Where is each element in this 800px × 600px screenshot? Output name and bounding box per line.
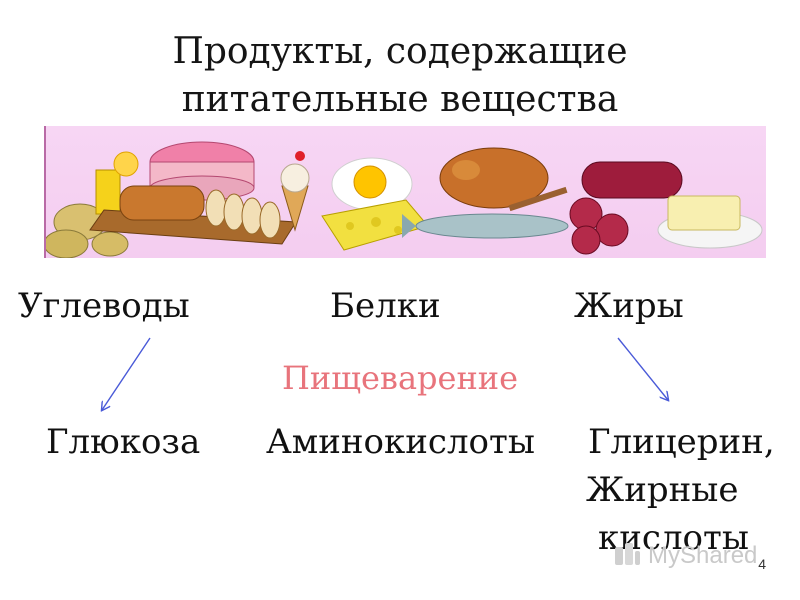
page-number: 4 [758,556,766,572]
food-illustration-art [46,141,763,258]
potato-shape [46,229,89,258]
bread-slice-shape [205,189,227,227]
orange-slice-shape [113,151,139,177]
watermark-logo-icon [615,543,640,565]
arrow-carbs-to-glucose [102,337,151,410]
nutrient-fats-label: Жиры [574,286,684,326]
bread-slice-shape [241,197,263,235]
egg-yolk-shape [353,165,387,199]
fish-shape [415,213,569,239]
sausage-slice-shape [595,213,629,247]
food-illustration [44,126,766,258]
sausage-slice-shape [571,225,601,255]
bread-loaf-shape [119,185,205,221]
arrow-fats-to-glycerol [617,337,668,400]
product-glycerol-label: Глицерин, [588,422,775,462]
nutrient-carbs-label: Углеводы [18,286,190,326]
slide-title-line-2: питательные вещества [181,79,619,120]
product-fatty-label: Жирные [586,470,739,510]
bread-slice-shape [259,201,281,239]
slide-title: Продукты, содержащие питательные веществ… [0,28,800,124]
potato-shape [91,231,129,257]
watermark-text: MyShared [648,542,758,569]
slide-title-line-1: Продукты, содержащие [172,31,628,72]
sausage-shape [581,161,683,199]
product-glucose-label: Глюкоза [46,422,201,462]
product-acids-label: кислоты [598,518,749,558]
bread-slice-shape [223,193,245,231]
knife-shape [508,186,568,212]
digestion-label: Пищеварение [282,359,519,397]
cherry-shape [295,151,305,161]
watermark: MyShared [612,538,757,574]
butter-block-shape [667,195,741,231]
juice-glass-shape [95,169,121,215]
ice-cream-scoop-shape [280,163,310,193]
nutrient-proteins-label: Белки [330,286,441,326]
product-amino-acids-label: Аминокислоты [266,422,535,462]
